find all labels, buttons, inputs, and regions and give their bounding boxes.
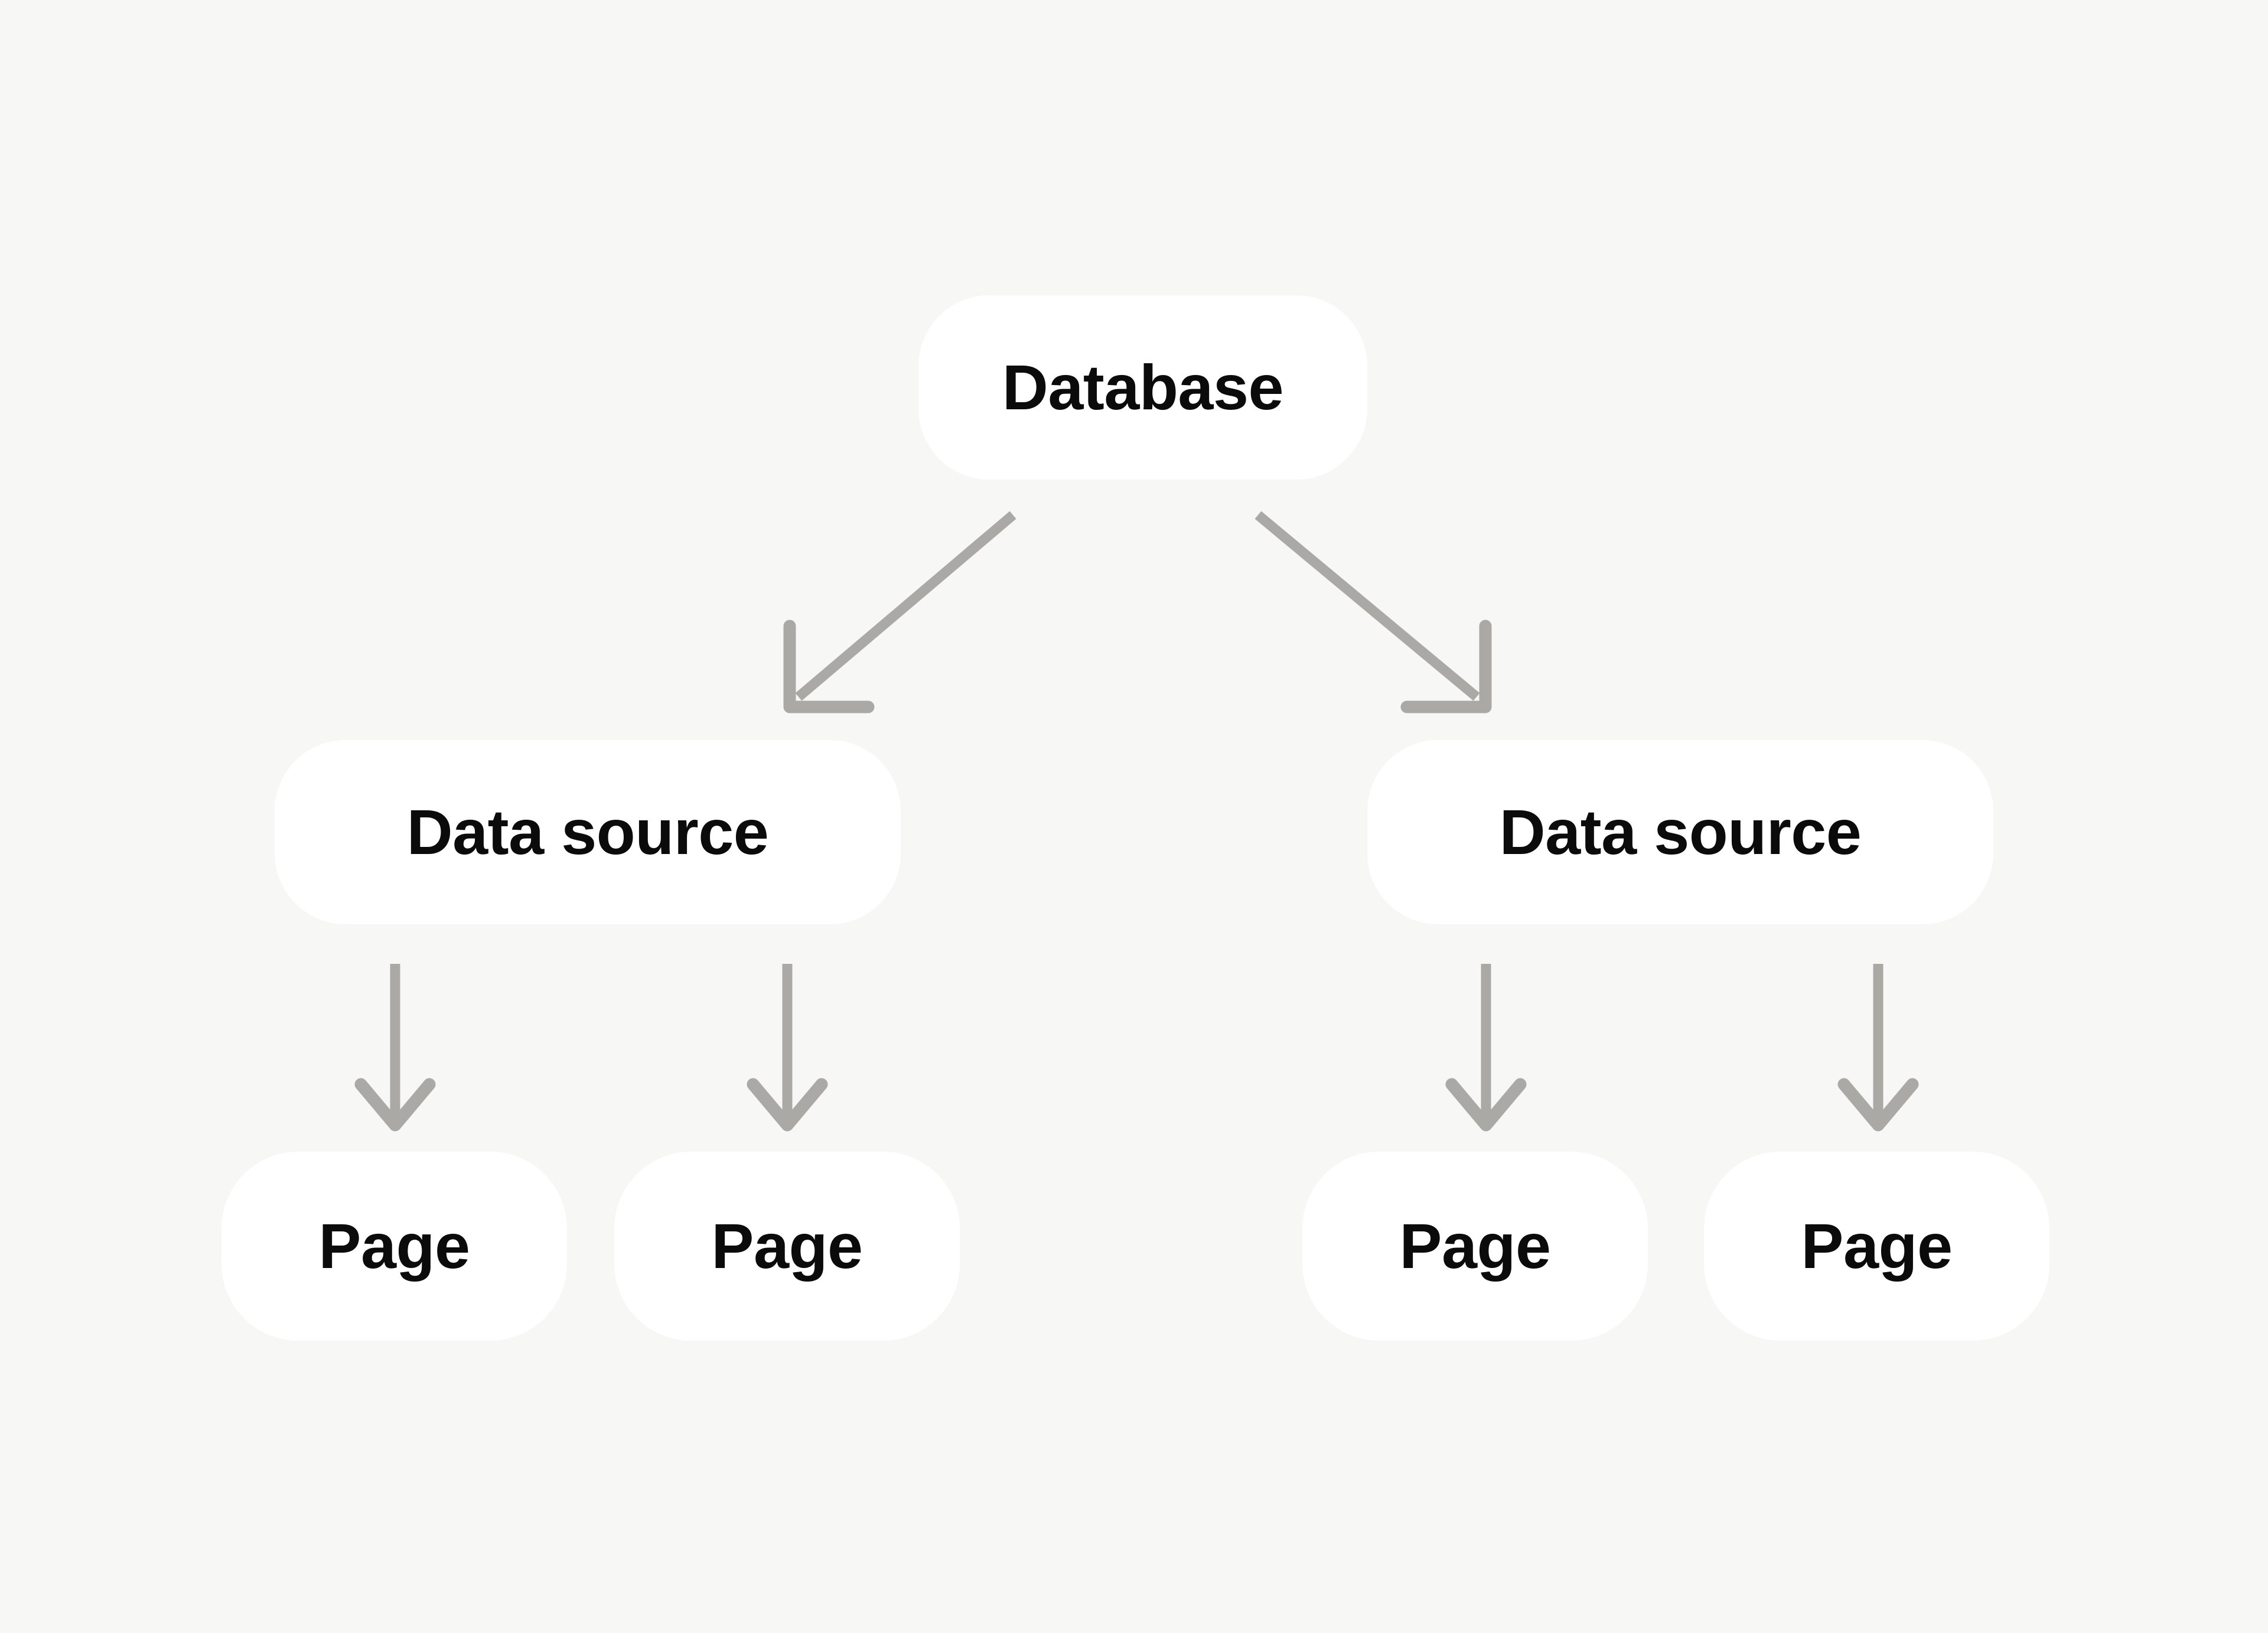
node-page-4-label: Page (1801, 1210, 1953, 1282)
edge-datasource-1-to-page-2 (747, 964, 828, 1132)
node-database-label: Database (1002, 351, 1284, 423)
node-page-3[interactable]: Page (1302, 1152, 1648, 1341)
node-page-2[interactable]: Page (614, 1152, 960, 1341)
edge-database-to-datasource-1 (783, 511, 1016, 713)
edge-datasource-2-to-page-3 (1445, 964, 1527, 1132)
node-datasource-1[interactable]: Data source (275, 740, 901, 924)
node-datasource-2[interactable]: Data source (1367, 740, 1993, 924)
node-page-2-label: Page (711, 1210, 863, 1282)
node-page-1-label: Page (318, 1210, 470, 1282)
node-page-4[interactable]: Page (1704, 1152, 2049, 1341)
node-datasource-2-label: Data source (1499, 796, 1862, 868)
edge-datasource-1-to-page-1 (354, 964, 436, 1132)
edge-database-to-datasource-2 (1254, 511, 1492, 713)
node-page-3-label: Page (1399, 1210, 1551, 1282)
node-database[interactable]: Database (918, 295, 1367, 480)
edge-datasource-2-to-page-4 (1837, 964, 1919, 1132)
node-datasource-1-label: Data source (406, 796, 769, 868)
node-page-1[interactable]: Page (221, 1152, 567, 1341)
